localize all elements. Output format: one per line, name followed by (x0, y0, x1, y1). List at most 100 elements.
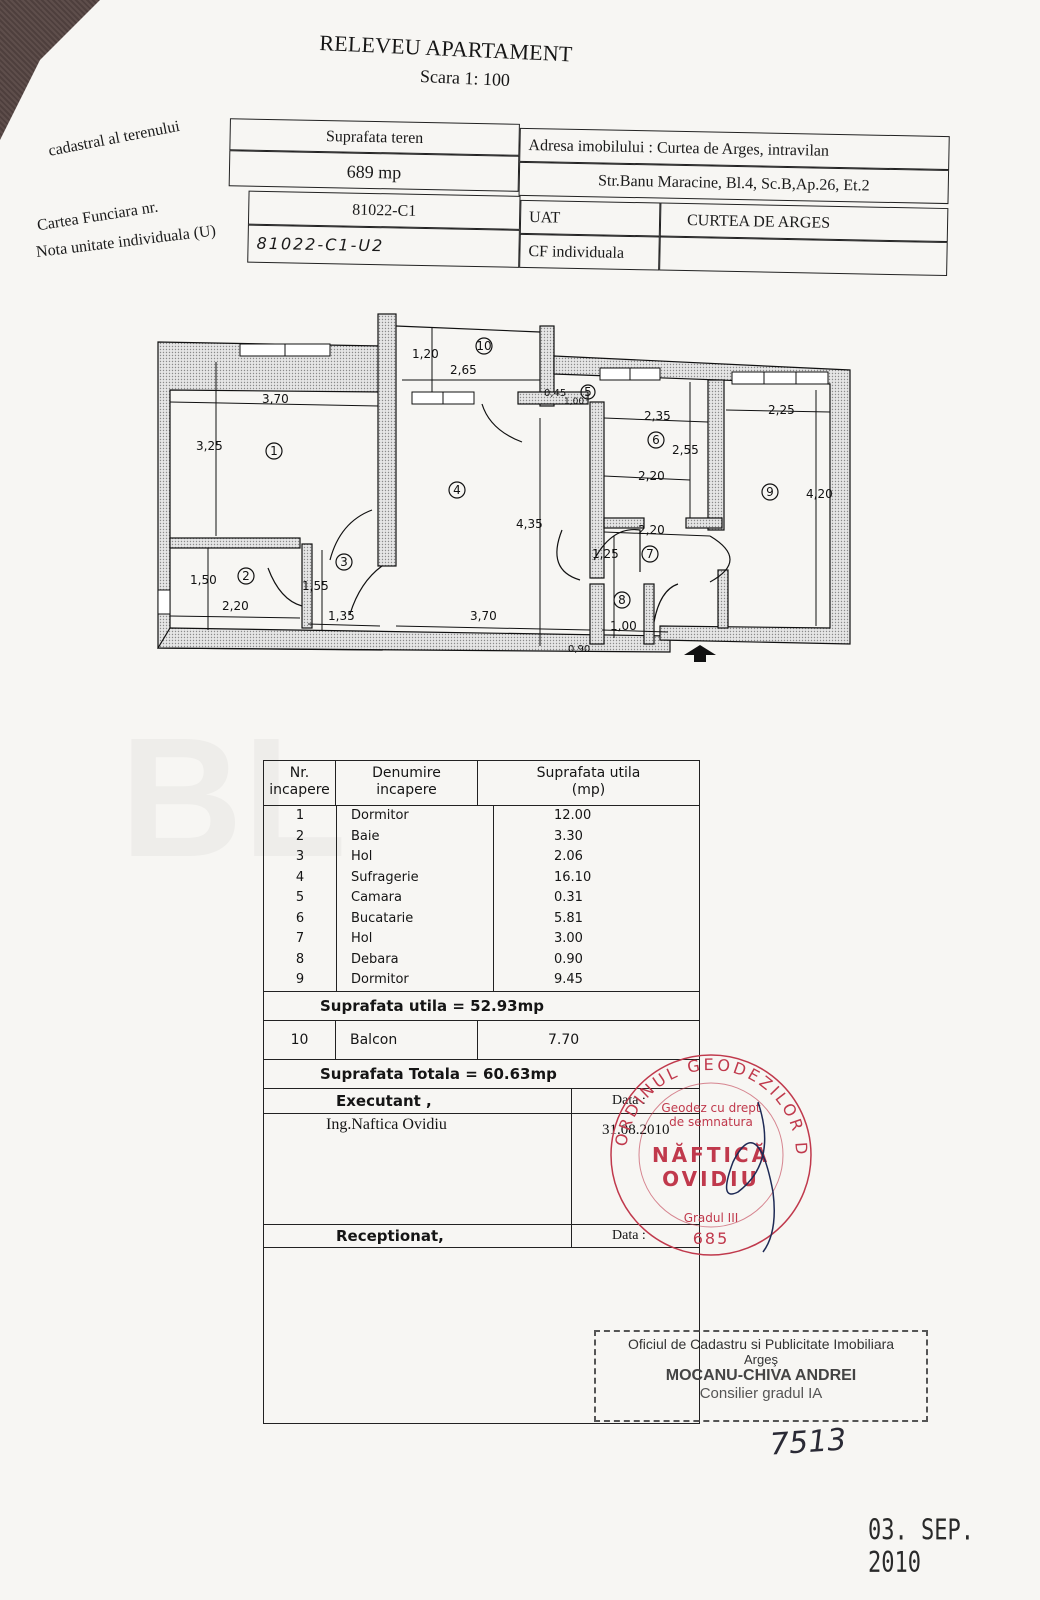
uat-value: CURTEA DE ARGES (659, 202, 949, 243)
cadastral-label: cadastral al terenului (47, 117, 182, 160)
room-4: 4 (453, 483, 461, 497)
dim-r1-width: 3,70 (262, 392, 289, 406)
dim-r2-width: 2,20 (222, 599, 249, 613)
received-label: Receptionat, (264, 1224, 572, 1247)
stamp-line2: de semnatura (669, 1115, 753, 1129)
office-name: MOCANU-CHIVA ANDREI (665, 1367, 857, 1384)
stamp-line1: Geodez cu drept (661, 1101, 760, 1115)
signature-icon (725, 1101, 775, 1253)
header-nr-line2: incapere (269, 782, 330, 798)
room-area: 0.90 (554, 951, 583, 967)
executant-label: Executant , (264, 1088, 572, 1113)
dim-r3-height: 1,55 (302, 579, 329, 593)
cf-label: CF individuala (519, 233, 660, 271)
header-name-line2: incapere (376, 782, 437, 798)
document-scale: Scara 1: 100 (419, 65, 511, 91)
dim-r6-width-top: 2,35 (644, 409, 671, 423)
room-nr: 8 (264, 949, 337, 970)
registration-number: 7513 (768, 1422, 848, 1463)
room-area: 3.30 (554, 828, 583, 844)
header-name-line1: Denumire (372, 765, 441, 781)
room-area: 0.31 (554, 890, 583, 905)
balcony-area: 7.70 (548, 1031, 580, 1048)
stamp-grade: Gradul III (684, 1211, 739, 1225)
surveyor-stamp: ORDINUL GEODEZILOR DIN ROMANIA Geodez cu… (600, 1037, 814, 1258)
room-3: 3 (340, 555, 348, 569)
room-number-markers (237, 337, 779, 609)
dim-r2-height: 1,50 (190, 573, 217, 587)
balcony-outline (395, 325, 541, 333)
room-name: Baie (337, 826, 494, 847)
entrance-arrow-icon (684, 645, 716, 662)
room-name: Camara (337, 888, 494, 909)
unit-value-handwritten: 81022-C1-U2 (247, 224, 520, 268)
room-nr: 4 (264, 867, 337, 888)
executant-date-label: Data : (612, 1092, 646, 1108)
room-area: 3.00 (554, 931, 583, 946)
useful-area-total: Suprafata utila = 52.93mp (263, 991, 700, 1021)
land-area-value: 689 mp (228, 150, 520, 192)
cadastral-office-stamp: Oficiul de Cadastru si Publicitate Imobi… (594, 1330, 928, 1422)
dim-r9-width: 2,25 (768, 403, 795, 417)
room-2: 2 (242, 569, 250, 583)
room-area: 2.06 (554, 849, 583, 864)
room-name: Debara (337, 949, 494, 970)
room-7: 7 (646, 547, 654, 561)
room-name: Dormitor (337, 970, 494, 991)
dim-r3-width: 1,35 (328, 609, 355, 623)
received-date-label: Data : (612, 1227, 646, 1243)
balcony-name: Balcon (336, 1020, 478, 1059)
dim-r8-width: 1,00 (610, 619, 637, 633)
dim-r7-width: 2,20 (638, 523, 665, 537)
doors (267, 403, 731, 623)
balcony-row: 10 Balcon 7.70 (263, 1020, 700, 1060)
uat-label: UAT (519, 199, 661, 237)
address-line2: Str.Banu Maracine, Bl.4, Sc.B,Ap.26, Et.… (518, 161, 950, 205)
stamp-number: 685 (693, 1229, 730, 1248)
dim-r5-a: 0,45 (544, 388, 566, 399)
executant-header: Executant , Data : (263, 1088, 700, 1114)
office-title: Consilier gradul IA (699, 1385, 823, 1402)
walls (156, 313, 851, 653)
office-line1: Oficiul de Cadastru si Publicitate Imobi… (627, 1336, 895, 1352)
grand-total: Suprafata Totala = 60.63mp (263, 1059, 700, 1089)
dim-r9-height: 4,20 (806, 487, 833, 501)
received-body (263, 1247, 700, 1424)
executant-name: Ing.Naftica Ovidiu (264, 1113, 572, 1224)
room-nr: 1 (264, 806, 337, 827)
room-10: 10 (476, 339, 491, 353)
room-numbers: 1 2 3 4 5 6 7 8 9 10 (242, 339, 774, 607)
room-5: 5 (584, 385, 592, 399)
room-nr: 7 (264, 929, 337, 950)
dim-r6-width-bottom: 2,20 (638, 469, 665, 483)
property-info-table: cadastral al terenului Suprafata teren 6… (35, 115, 960, 312)
dim-r1-height: 3,25 (196, 439, 223, 453)
room-name: Hol (337, 847, 494, 868)
received-header: Receptionat, Data : (263, 1224, 700, 1248)
room-9: 9 (766, 485, 774, 499)
room-nr: 2 (264, 826, 337, 847)
executant-body: Ing.Naftica Ovidiu 31.08.2010 (263, 1113, 700, 1225)
date-stamp: 03. SEP. 2010 (868, 1515, 974, 1580)
dim-r4-width: 3,70 (470, 609, 497, 623)
dim-r5-b: 1,00 (564, 397, 584, 407)
room-nr: 5 (264, 888, 337, 909)
room-nr: 3 (264, 847, 337, 868)
room-6: 6 (652, 433, 660, 447)
stamp-name2: OVIDIU (662, 1167, 760, 1191)
header-area-line1: Suprafata utila (536, 765, 641, 781)
dim-r10-width: 2,65 (450, 363, 477, 377)
office-line2: Argeş (744, 1352, 778, 1367)
room-name: Bucatarie (337, 908, 494, 929)
cf-value (659, 236, 948, 277)
header-nr-line1: Nr. (289, 765, 310, 781)
